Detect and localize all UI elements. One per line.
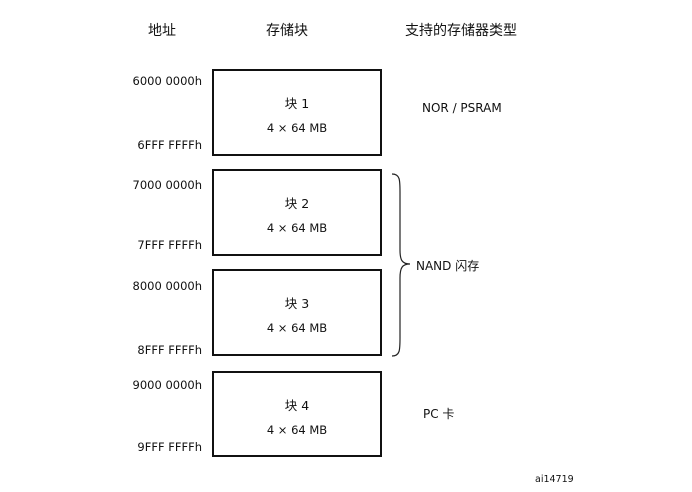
bank4-memory-type: PC 卡 (423, 407, 455, 421)
figure-reference: ai14719 (535, 474, 574, 485)
address-column-header: 地址 (148, 23, 176, 39)
bank2-size: 4 × 64 MB (266, 221, 328, 235)
bank1-size: 4 × 64 MB (266, 121, 328, 135)
bank-column-header: 存储块 (266, 23, 308, 39)
memory-type-column-header: 支持的存储器类型 (405, 23, 517, 39)
bank1-box: 块 1 4 × 64 MB (212, 69, 382, 156)
bank4-box: 块 4 4 × 64 MB (212, 371, 382, 457)
bank1-end-address: 6FFF FFFFh (137, 138, 202, 152)
bank1-start-address: 6000 0000h (132, 74, 202, 88)
bank4-label: 块 4 (284, 398, 310, 413)
nand-brace-icon (391, 173, 411, 357)
bank2-start-address: 7000 0000h (132, 178, 202, 192)
bank1-label: 块 1 (284, 96, 310, 111)
bank3-size: 4 × 64 MB (266, 321, 328, 335)
bank3-box: 块 3 4 × 64 MB (212, 269, 382, 356)
bank4-size: 4 × 64 MB (266, 423, 328, 437)
bank2-box: 块 2 4 × 64 MB (212, 169, 382, 256)
bank4-end-address: 9FFF FFFFh (137, 440, 202, 454)
bank3-start-address: 8000 0000h (132, 279, 202, 293)
bank2-end-address: 7FFF FFFFh (137, 238, 202, 252)
bank4-start-address: 9000 0000h (132, 378, 202, 392)
bank23-memory-type: NAND 闪存 (416, 259, 480, 273)
bank3-label: 块 3 (284, 296, 310, 311)
bank3-end-address: 8FFF FFFFh (137, 343, 202, 357)
bank2-label: 块 2 (284, 196, 310, 211)
bank1-memory-type: NOR / PSRAM (422, 101, 502, 115)
